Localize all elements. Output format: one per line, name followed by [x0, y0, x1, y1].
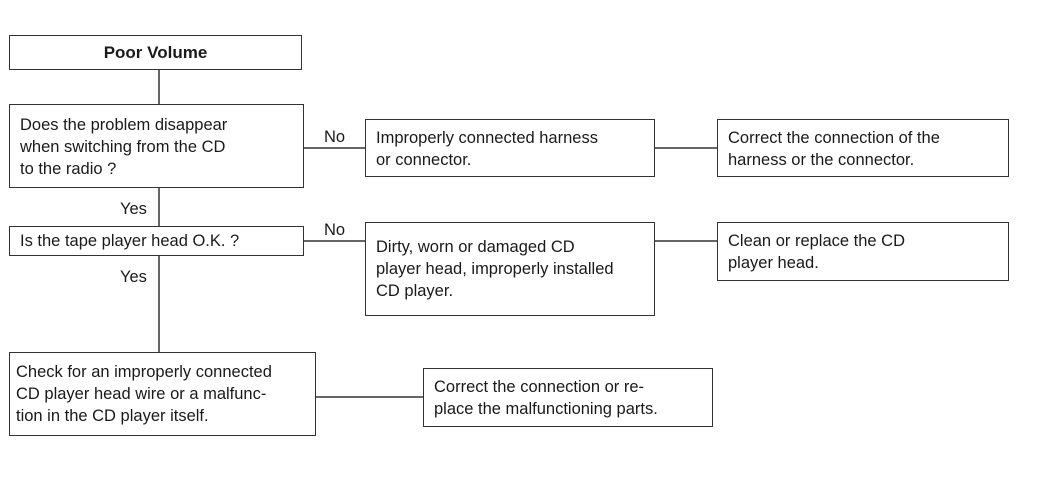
action-3-text: Correct the connection or re- place the …: [434, 378, 658, 418]
action-1-box: Correct the connection of the harness or…: [717, 119, 1009, 177]
check-3-box: Check for an improperly connected CD pla…: [9, 352, 316, 436]
result-1-text: Improperly connected harness or connecto…: [376, 129, 598, 169]
question-1-text: Does the problem disappear when switchin…: [20, 116, 228, 178]
question-2-yes-label: Yes: [120, 268, 147, 286]
title-text: Poor Volume: [103, 43, 208, 62]
action-2-text: Clean or replace the CD player head.: [728, 232, 906, 272]
result-2-text: Dirty, worn or damaged CD player head, i…: [376, 238, 614, 300]
action-3-box: Correct the connection or re- place the …: [423, 368, 713, 427]
question-2-no-label: No: [324, 221, 346, 239]
title-box: Poor Volume: [9, 35, 302, 70]
question-1-no-label: No: [324, 128, 346, 146]
question-2-box: Is the tape player head O.K. ?: [9, 226, 304, 256]
action-2-box: Clean or replace the CD player head.: [717, 222, 1009, 281]
action-1-text: Correct the connection of the harness or…: [728, 129, 940, 169]
question-1-yes-label: Yes: [120, 200, 147, 218]
question-1-box: Does the problem disappear when switchin…: [9, 104, 304, 188]
check-3-text: Check for an improperly connected CD pla…: [16, 363, 272, 425]
result-1-box: Improperly connected harness or connecto…: [365, 119, 655, 177]
result-2-box: Dirty, worn or damaged CD player head, i…: [365, 222, 655, 316]
question-2-text: Is the tape player head O.K. ?: [20, 232, 240, 250]
